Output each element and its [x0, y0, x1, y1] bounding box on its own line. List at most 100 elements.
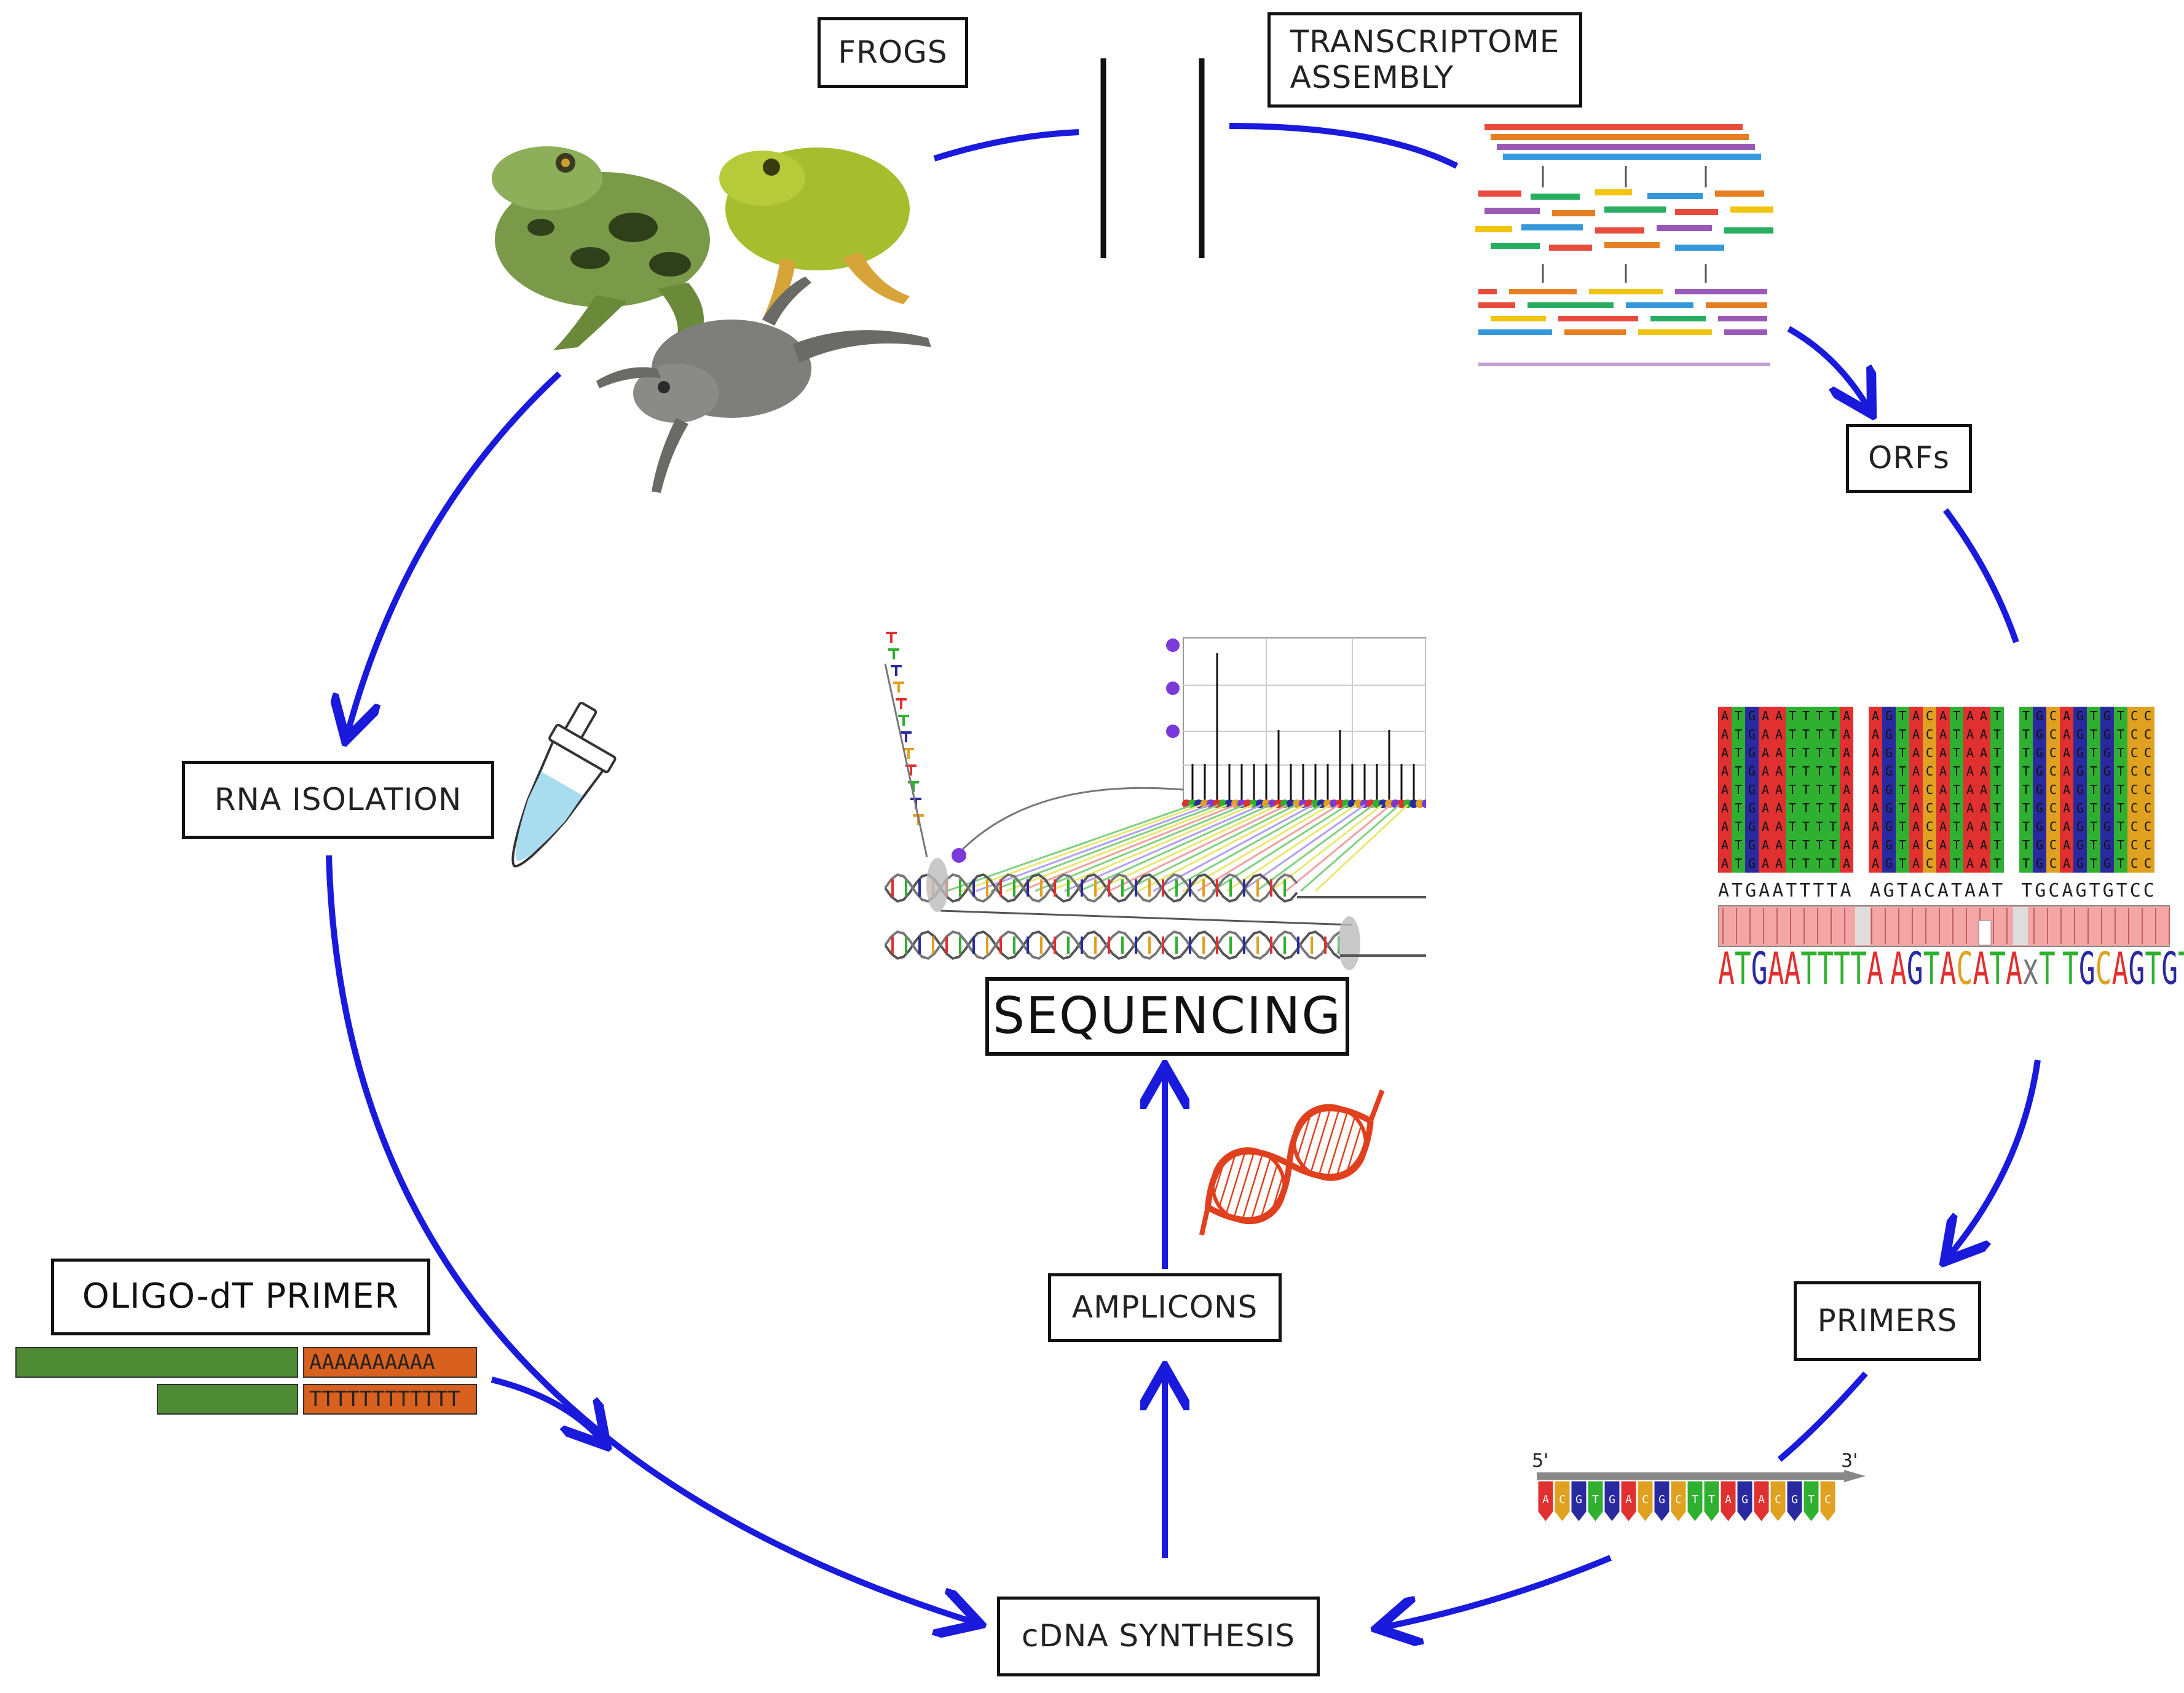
alignment-cell: [2141, 817, 2154, 836]
alignment-base: G: [1748, 727, 1756, 742]
alignment-base: C: [1926, 819, 1933, 834]
alignment-base: A: [1980, 745, 1987, 760]
alignment-base: A: [1966, 764, 1974, 779]
primer-base-flag: [1703, 1480, 1720, 1522]
alignment-base: G: [2103, 801, 2111, 815]
alignment-base: T: [1735, 838, 1742, 852]
alignment-base: T: [1802, 745, 1810, 760]
alignment-cell: [1745, 799, 1759, 817]
sequence-logo: ATGAATTTTA AGTACATAxT TGCAGTGTCC: [1718, 943, 2184, 994]
alignment-base: G: [1885, 727, 1893, 742]
clawed-frog-icon: [596, 277, 931, 493]
alignment-base: C: [2131, 838, 2138, 852]
alignment-base: A: [2063, 838, 2070, 852]
alignment-cell: [1799, 707, 1813, 725]
alignment-cell: [1977, 780, 1990, 799]
alignment-base: T: [2022, 745, 2030, 760]
alignment-base: A: [2063, 709, 2070, 723]
alignment-cell: [1732, 817, 1745, 836]
alignment-cell: [2100, 854, 2114, 873]
logo-letter: G: [2128, 943, 2145, 994]
alignment-cell: [1840, 725, 1853, 744]
logo-letter: A: [1939, 943, 1957, 994]
alignment-base: T: [2090, 856, 2097, 871]
alignment-cell: [2033, 707, 2046, 725]
primer-base-letter: G: [1791, 1493, 1798, 1506]
alignment-base: A: [1762, 838, 1769, 852]
alignment-cell: [2073, 780, 2087, 799]
alignment-cell: [1745, 707, 1759, 725]
alignment-cell: [2087, 780, 2100, 799]
alignment-cell: [1759, 799, 1772, 817]
alignment-cell: [1799, 854, 1813, 873]
conservation-bars: [1718, 905, 2170, 947]
alignment-base: G: [1885, 782, 1893, 797]
alignment-cell: [1786, 707, 1799, 725]
alignment-base: A: [1939, 838, 1947, 852]
alignment-base: A: [1843, 709, 1850, 723]
logo-letter: A: [1973, 943, 1990, 994]
oligo-dt-tail: TTTTTTTTTTTT: [303, 1384, 477, 1415]
alignment-cell: [1813, 817, 1826, 836]
alignment-cell: [1896, 762, 1909, 780]
alignment-base: A: [1872, 801, 1879, 815]
alignment-base: A: [1872, 856, 1879, 871]
logo-letter: T: [1850, 943, 1867, 994]
alignment-base: T: [1802, 709, 1810, 723]
alignment-base: A: [1721, 801, 1729, 815]
alignment-cell: [2033, 836, 2046, 854]
alignment-base: G: [1748, 709, 1756, 723]
alignment-cell: [1840, 744, 1853, 762]
alignment-cell: [1813, 707, 1826, 725]
alignment-cell: [1936, 780, 1950, 799]
alignment-cell: [1909, 707, 1923, 725]
alignment-base: C: [2131, 801, 2138, 815]
frog-photo-group: [492, 146, 931, 493]
alignment-cell: [1869, 744, 1882, 762]
alignment-base: G: [1885, 745, 1893, 760]
alignment-cell: [2046, 799, 2060, 817]
alignment-base: G: [2103, 764, 2111, 779]
alignment-base: T: [1899, 819, 1906, 834]
alignment-base: A: [1966, 709, 1974, 723]
alignment-base: T: [1789, 709, 1796, 723]
alignment-cell: [2127, 707, 2141, 725]
alignment-base: G: [1885, 709, 1893, 723]
alignment-base: A: [1843, 727, 1850, 742]
alignment-cell: [2127, 854, 2141, 873]
alignment-base: T: [1829, 745, 1837, 760]
alignment-cell: [2127, 799, 2141, 817]
alignment-base: T: [1789, 745, 1796, 760]
alignment-base: T: [1899, 856, 1906, 871]
alignment-base: C: [2049, 727, 2057, 742]
alignment-base: A: [1721, 727, 1729, 742]
arrow-to-rna: [347, 371, 562, 734]
alignment-cell: [2114, 854, 2127, 873]
alignment-base: A: [1843, 856, 1850, 871]
alignment-base: T: [1829, 819, 1837, 834]
alignment-cell: [1923, 817, 1936, 836]
alignment-cell: [2100, 744, 2114, 762]
alignment-cell: [2019, 725, 2033, 744]
alignment-cell: [1772, 762, 1786, 780]
alignment-cell: [2033, 725, 2046, 744]
alignment-base: C: [2049, 838, 2057, 852]
alignment-cell: [2087, 725, 2100, 744]
primer-base-flag: [1587, 1480, 1604, 1522]
alignment-base: A: [1872, 745, 1879, 760]
cdna-synthesis-label: cDNA SYNTHESIS: [997, 1597, 1320, 1676]
alignment-base: C: [2144, 709, 2151, 723]
alignment-base: A: [2063, 727, 2070, 742]
alignment-cell: [2087, 744, 2100, 762]
primer-base-letter: T: [1692, 1493, 1698, 1506]
alignment-cell: [1882, 854, 1896, 873]
alignment-cell: [1759, 762, 1772, 780]
alignment-cell: [2033, 817, 2046, 836]
read-assembly-graphic: [1475, 124, 1773, 366]
alignment-base: A: [1912, 727, 1920, 742]
logo-letter: T: [2038, 943, 2056, 994]
alignment-base: T: [2117, 801, 2124, 815]
alignment-cell: [2087, 799, 2100, 817]
tree-frog-icon: [719, 147, 910, 321]
